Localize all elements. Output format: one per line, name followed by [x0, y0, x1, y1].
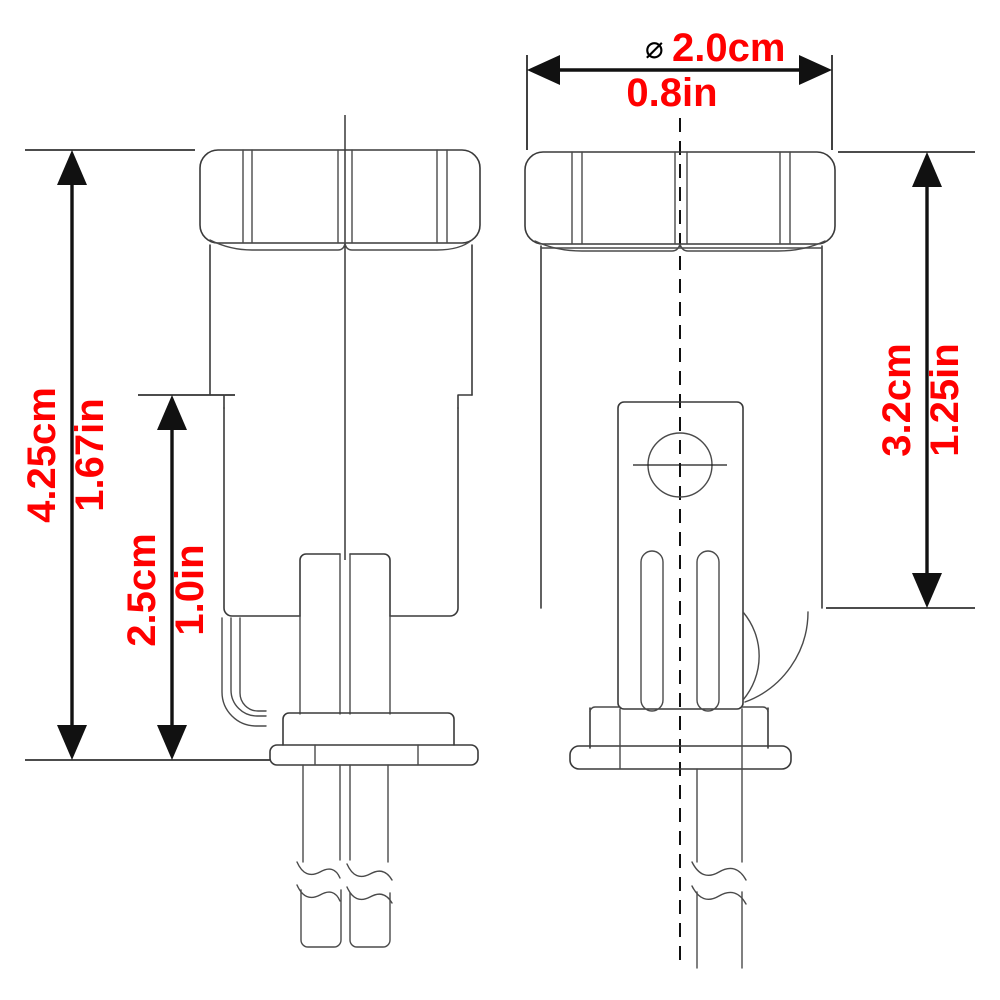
wire-break-wave-upper-a	[296, 861, 341, 879]
left-outer-metric-label: 4.25cm	[20, 387, 64, 523]
top-dimension-group: ⌀ 2.0cm 0.8in	[526, 26, 833, 150]
top-dim-arrow-left-icon	[527, 55, 560, 85]
right-dim-imperial-label: 1.25in	[923, 343, 967, 456]
side-riser-corner-left	[589, 706, 621, 713]
wire-break-wave-lower-b	[346, 886, 393, 904]
side-curved-wire-outer	[744, 611, 809, 703]
wire-break-wave-lower-a	[296, 884, 341, 902]
cap-chamfer-arc-right	[344, 239, 473, 251]
base-plate-outline	[269, 744, 479, 766]
side-cap-chamfer-arc-right	[679, 240, 826, 252]
shoulder-notch-right	[457, 394, 473, 409]
cap-chamfer-arc-left	[209, 239, 346, 251]
left-outer-arrow-bottom-icon	[57, 725, 87, 760]
body-left-edge-lower	[223, 407, 301, 617]
side-base-flange-outline	[569, 745, 792, 770]
bent-wire-lead-outer	[230, 617, 267, 717]
top-dim-imperial-label: 0.8in	[626, 71, 717, 115]
wire-break-wave-upper-b	[346, 863, 393, 881]
wire-continuation-b	[349, 892, 391, 948]
left-inner-imperial-label: 1.0in	[168, 544, 212, 635]
shoulder-notch-left	[209, 394, 225, 409]
side-knurled-cap-outline	[524, 151, 836, 245]
left-inner-metric-label: 2.5cm	[120, 533, 164, 646]
side-view-group	[524, 118, 836, 969]
left-inner-dimension-group: 2.5cm 1.0in	[120, 394, 235, 760]
left-inner-arrow-bottom-icon	[157, 725, 187, 760]
left-outer-arrow-top-icon	[57, 150, 87, 185]
right-dim-metric-label: 3.2cm	[875, 343, 919, 456]
right-dim-arrow-bottom-icon	[912, 573, 942, 608]
body-right-edge-lower	[389, 407, 459, 617]
mounting-bracket-outline	[617, 401, 744, 710]
top-dim-arrow-right-icon	[799, 55, 832, 85]
bent-wire-lead-edge	[221, 617, 267, 727]
front-view-group	[199, 115, 481, 948]
riser-block-outline	[282, 712, 455, 746]
wire-continuation-a	[300, 889, 342, 948]
side-curved-wire-inner	[742, 611, 760, 701]
left-outer-dimension-group: 4.25cm 1.67in	[20, 149, 270, 761]
diameter-symbol-icon: ⌀	[645, 30, 664, 65]
side-wire-break-wave-lower	[691, 885, 747, 905]
terminal-post-left	[299, 553, 341, 617]
left-outer-imperial-label: 1.67in	[68, 398, 112, 511]
top-dim-metric-label: 2.0cm	[672, 26, 785, 70]
side-wire-break-wave-upper	[691, 861, 747, 881]
right-dim-arrow-top-icon	[912, 152, 942, 187]
side-riser-corner-right	[741, 706, 769, 713]
bracket-slot-left	[640, 550, 664, 712]
right-dimension-group: 3.2cm 1.25in	[826, 151, 975, 609]
bracket-slot-right	[696, 550, 720, 712]
side-cap-chamfer-arc-left	[534, 240, 681, 252]
knurled-cap-outline	[199, 149, 481, 244]
terminal-post-right	[349, 553, 391, 617]
bent-wire-lead-inner	[239, 617, 267, 712]
left-inner-arrow-top-icon	[157, 395, 187, 430]
